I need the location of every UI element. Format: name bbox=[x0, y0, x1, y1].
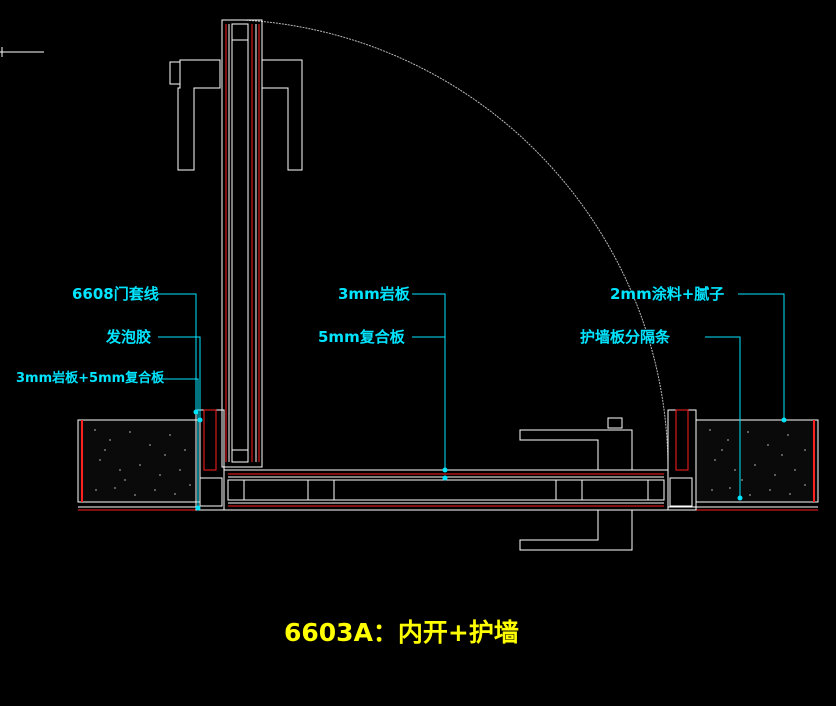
open-door-handle-left bbox=[169, 59, 221, 171]
closed-door-handle bbox=[519, 417, 633, 551]
leader-dots bbox=[193, 409, 787, 511]
door-swing-arc bbox=[242, 19, 669, 471]
open-door-handle-right bbox=[261, 59, 303, 171]
open-door-leaf bbox=[221, 19, 263, 468]
label-rock-panel-composite: 3mm岩板+5mm复合板 bbox=[16, 371, 165, 386]
label-rock-panel: 3mm岩板 bbox=[338, 285, 410, 303]
right-wall-hatch bbox=[709, 429, 806, 496]
right-wall-block bbox=[668, 419, 819, 511]
label-coating-putty: 2mm涂料+腻子 bbox=[610, 285, 725, 303]
right-door-frame bbox=[667, 409, 697, 511]
left-wall-block bbox=[77, 419, 201, 511]
left-wall-hatch bbox=[94, 429, 191, 496]
label-composite-panel: 5mm复合板 bbox=[318, 328, 405, 346]
leader-lines bbox=[158, 293, 785, 508]
label-frame-line: 6608门套线 bbox=[72, 285, 159, 303]
left-door-frame bbox=[195, 409, 225, 511]
drawing-title: 6603A：内开+护墙 bbox=[284, 618, 519, 647]
label-wall-panel-divider: 护墙板分隔条 bbox=[580, 328, 671, 346]
label-foam-glue: 发泡胶 bbox=[106, 328, 152, 346]
axis-marker bbox=[0, 47, 44, 57]
